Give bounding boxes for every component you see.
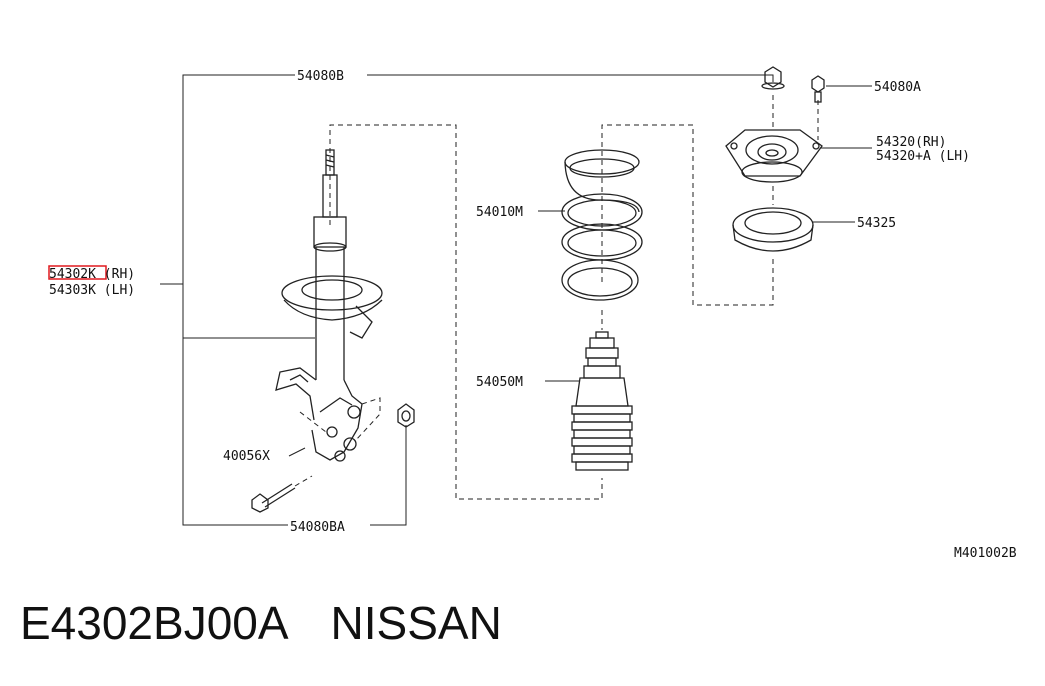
label-54303k-lh[interactable]: 54303K (LH) xyxy=(49,283,135,298)
brand-name: NISSAN xyxy=(330,597,502,649)
label-54080ba[interactable]: 54080BA xyxy=(290,520,345,535)
bump-stop-drawing xyxy=(571,331,633,471)
label-54080b[interactable]: 54080B xyxy=(297,69,344,84)
part-number: E4302BJ00A xyxy=(20,597,289,649)
parts-diagram: 54080B 54080A 54320(RH) 54320+A (LH) 540… xyxy=(48,66,1017,561)
highlighted-part-box xyxy=(48,265,107,280)
label-54320-lh[interactable]: 54320+A (LH) xyxy=(876,149,970,164)
mount-bearing-drawing xyxy=(732,207,814,252)
leader-lines xyxy=(160,74,872,526)
figure-code: M401002B xyxy=(954,546,1017,561)
label-54320-rh[interactable]: 54320(RH) xyxy=(876,135,946,150)
label-54050m[interactable]: 54050M xyxy=(476,375,523,390)
assembly-dashed-lines xyxy=(329,95,819,500)
label-54010m[interactable]: 54010M xyxy=(476,205,523,220)
label-54302k-rh[interactable]: 54302K (RH) xyxy=(49,267,135,282)
strut-assembly-drawing xyxy=(251,149,415,513)
label-40056x[interactable]: 40056X xyxy=(223,449,270,464)
coil-spring-drawing xyxy=(561,149,643,301)
label-54080a[interactable]: 54080A xyxy=(874,80,921,95)
label-54325[interactable]: 54325 xyxy=(857,216,896,231)
strut-mount-drawing xyxy=(725,129,823,183)
part-caption: E4302BJ00A NISSAN xyxy=(20,596,544,650)
flange-nut-drawing xyxy=(761,66,785,90)
bolt-drawing xyxy=(811,75,825,103)
